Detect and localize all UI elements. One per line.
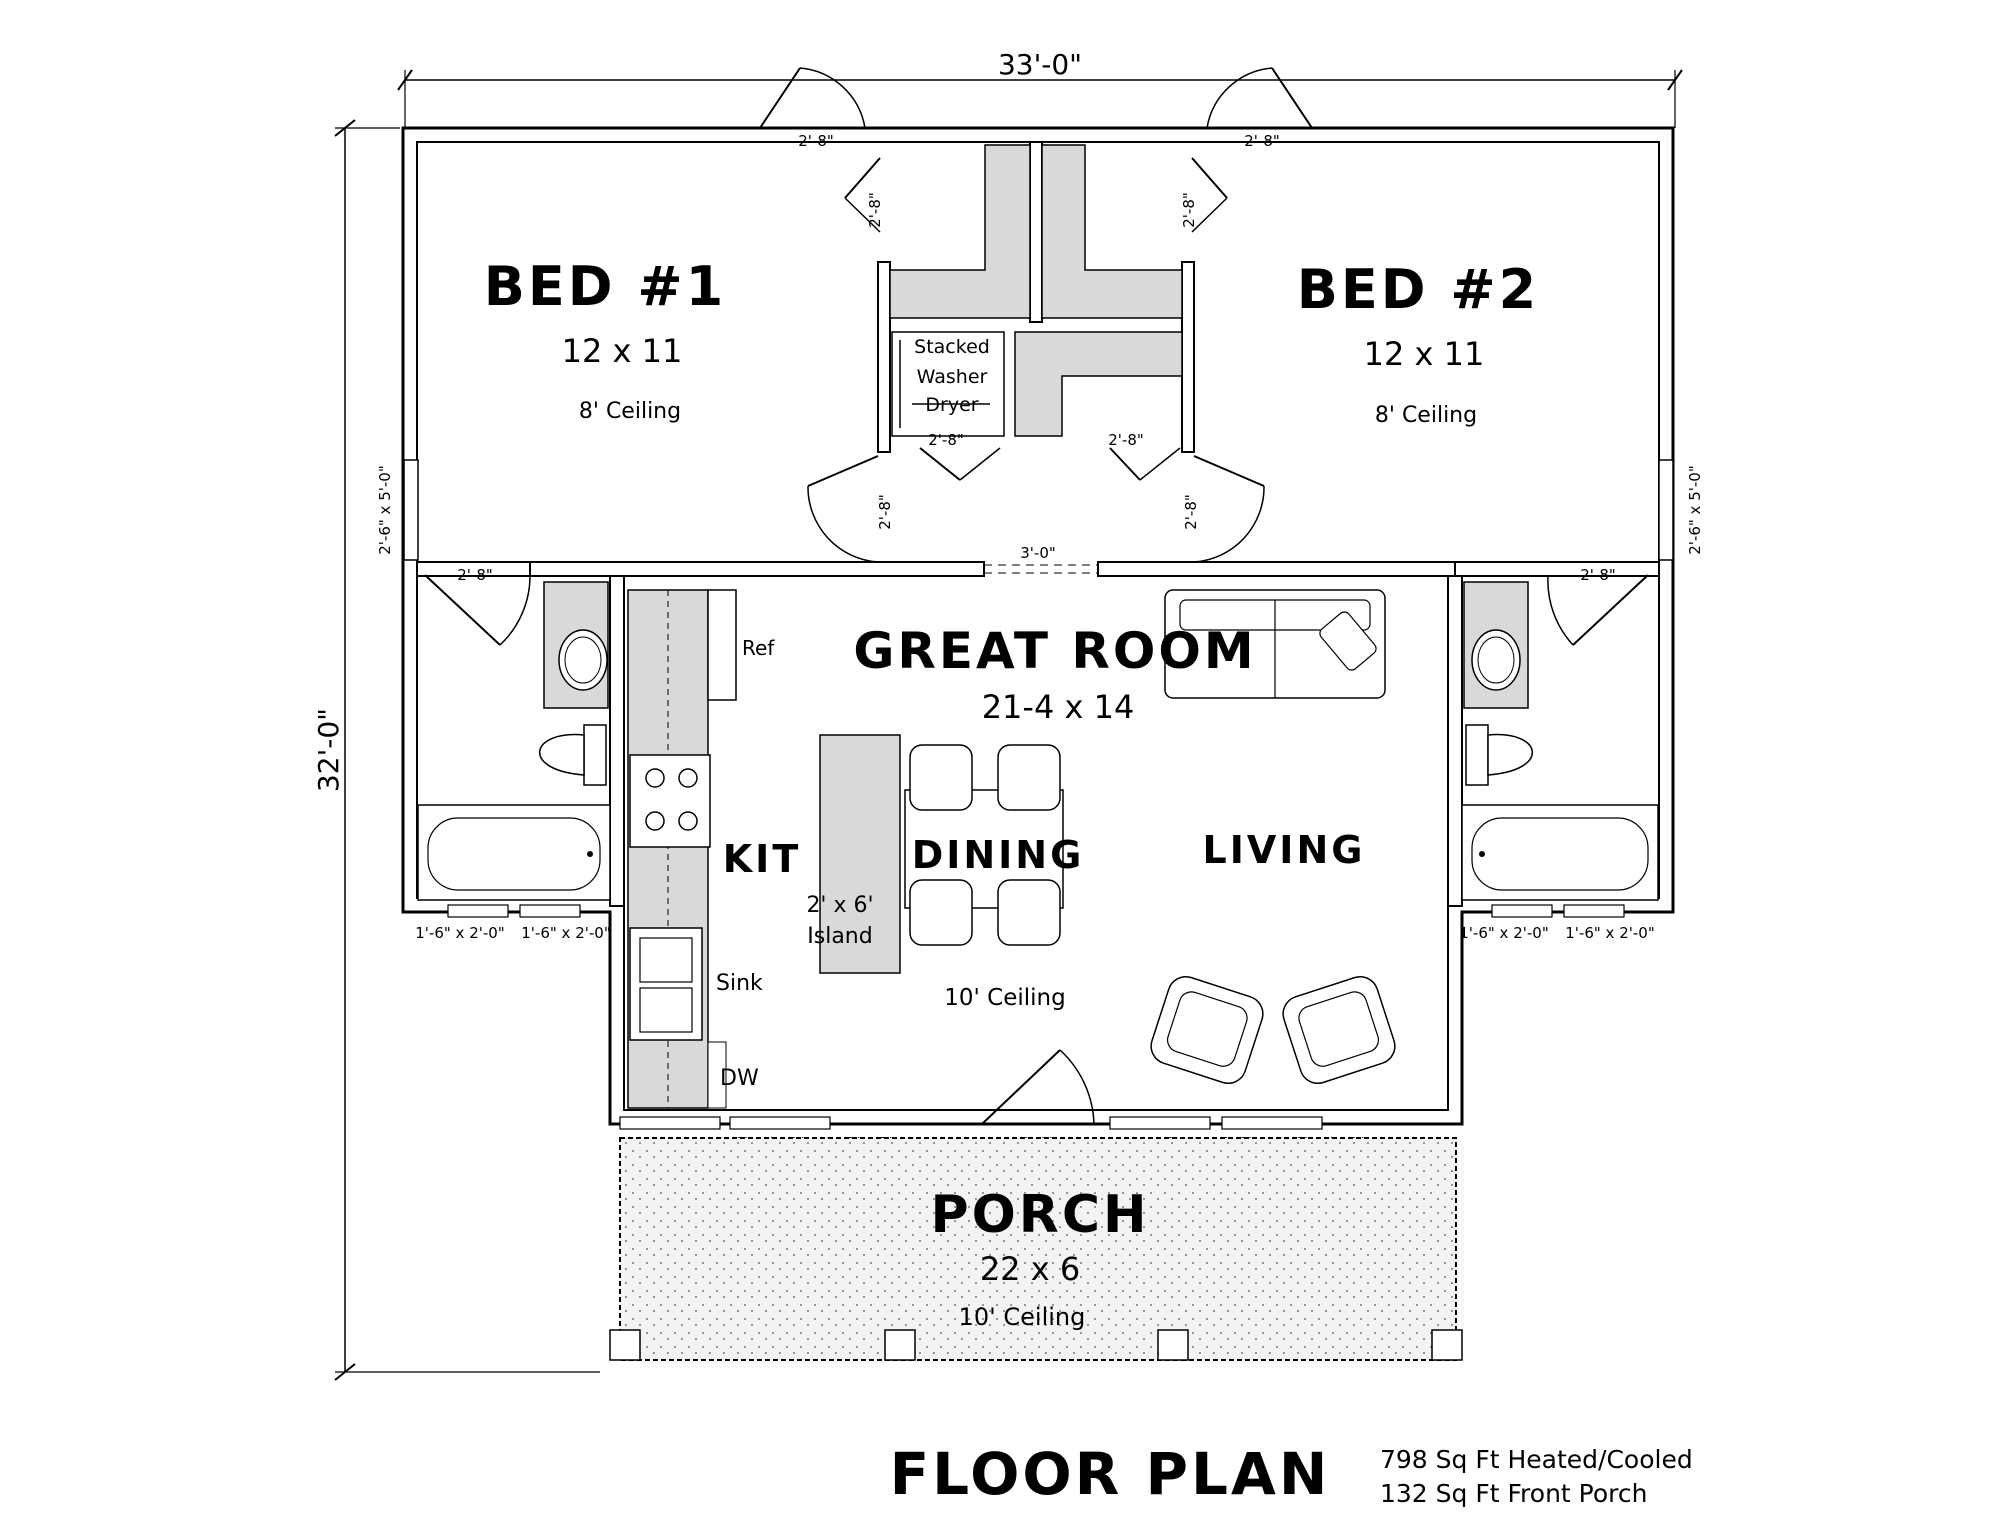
plan-title: FLOOR PLAN	[890, 1440, 1331, 1508]
laundry-label-1: Stacked	[914, 336, 990, 358]
great-room-ceiling: 10' Ceiling	[944, 985, 1065, 1011]
porch-size: 22 x 6	[980, 1250, 1080, 1288]
overall-depth-dimension: 32'-0"	[312, 119, 600, 1381]
dining-label: DINING	[912, 833, 1085, 877]
bath2-window-dim-2: 1'-6" x 2'-0"	[1565, 924, 1654, 942]
porch-ceiling: 10' Ceiling	[959, 1303, 1086, 1331]
bath2-toilet	[1465, 724, 1534, 786]
hall-closet-door[interactable]: 2'-8"	[1108, 431, 1181, 481]
bath1-vanity	[543, 581, 609, 709]
stat-heated: 798 Sq Ft Heated/Cooled	[1380, 1445, 1693, 1474]
overall-width-dimension: 33'-0"	[397, 48, 1683, 128]
great-room-name: GREAT ROOM	[853, 622, 1256, 680]
great-room-size: 21-4 x 14	[982, 688, 1135, 726]
bath1-tub	[417, 804, 611, 901]
overall-depth-label: 32'-0"	[312, 708, 345, 792]
laundry-closet: Stacked Washer Dryer	[891, 331, 1005, 437]
bed2-side-window-dim: 2'-6" x 5'-0"	[1686, 465, 1704, 554]
bed2-ceiling: 8' Ceiling	[1375, 403, 1477, 428]
dining-table	[904, 744, 1064, 946]
bed1-exterior-door[interactable]: 2'-8"	[759, 67, 866, 150]
ref-label: Ref	[742, 636, 775, 660]
bed2-labels: BED #2 12 x 11 8' Ceiling	[1297, 258, 1540, 428]
bed1-side-window-dim: 2'-6" x 5'-0"	[376, 465, 394, 554]
closets	[889, 144, 1183, 437]
dw-label: DW	[720, 1066, 759, 1091]
living-label: LIVING	[1203, 828, 1366, 872]
bath2-door-dim: 2'-8"	[1580, 566, 1616, 584]
bath1-toilet	[538, 724, 607, 786]
bath2-windows: 1'-6" x 2'-0" 1'-6" x 2'-0"	[1459, 904, 1655, 942]
bath1-window-dim-2: 1'-6" x 2'-0"	[521, 924, 610, 942]
bed1-closet-door-dim: 2'-8"	[866, 192, 884, 228]
hall-closet-door-dim: 2'-8"	[1108, 431, 1144, 449]
kitchen-label: KIT	[723, 837, 802, 881]
bed1-name: BED #1	[484, 255, 727, 318]
laundry-label-2: Washer	[917, 366, 988, 388]
bed2-exterior-door-dim: 2'-8"	[1244, 132, 1280, 150]
porch-name: PORCH	[930, 1185, 1149, 1245]
bed1-size: 12 x 11	[562, 332, 683, 370]
kitchen-island: 2' x 6' Island	[806, 734, 901, 974]
bed2-hall-door[interactable]: 2'-8"	[1182, 455, 1265, 563]
armchair-left	[1150, 975, 1264, 1085]
sofa	[1164, 589, 1386, 699]
laundry-label-3: Dryer	[925, 394, 978, 416]
bath2-door[interactable]: 2'-8"	[1547, 566, 1649, 646]
armchair-right	[1282, 975, 1396, 1085]
bed2-size: 12 x 11	[1364, 335, 1485, 373]
laundry-door-dim: 2'-8"	[928, 431, 964, 449]
porch-slab	[609, 1137, 1463, 1361]
bed2-side-window: 2'-6" x 5'-0"	[1658, 459, 1704, 561]
bed2-closet-door[interactable]: 2'-8"	[1180, 157, 1228, 233]
porch-labels: PORCH 22 x 6 10' Ceiling	[930, 1185, 1149, 1331]
bed2-name: BED #2	[1297, 258, 1540, 321]
refrigerator: Ref	[707, 589, 775, 701]
bed1-side-window: 2'-6" x 5'-0"	[376, 459, 419, 561]
bath2-window-dim-1: 1'-6" x 2'-0"	[1459, 924, 1548, 942]
bath2-vanity	[1463, 581, 1529, 709]
bed1-exterior-door-dim: 2'-8"	[798, 132, 834, 150]
sink-label: Sink	[716, 971, 763, 996]
stat-porch: 132 Sq Ft Front Porch	[1380, 1479, 1647, 1508]
bed1-ceiling: 8' Ceiling	[579, 399, 681, 424]
bath1-window-dim-1: 1'-6" x 2'-0"	[415, 924, 504, 942]
bed1-labels: BED #1 12 x 11 8' Ceiling	[484, 255, 727, 424]
bed2-closet-door-dim: 2'-8"	[1180, 192, 1198, 228]
laundry-door[interactable]: 2'-8"	[919, 431, 1001, 481]
bath1-door[interactable]: 2'-8"	[424, 566, 531, 646]
bed1-hall-door-dim: 2'-8"	[876, 494, 894, 530]
bed1-hall-door[interactable]: 2'-8"	[807, 455, 894, 563]
dishwasher: DW	[707, 1041, 759, 1109]
great-room-opening-dim: 3'-0"	[1020, 544, 1056, 562]
bed2-exterior-door[interactable]: 2'-8"	[1206, 67, 1313, 150]
overall-width-label: 33'-0"	[998, 48, 1082, 81]
bed1-closet-door[interactable]: 2'-8"	[844, 157, 884, 233]
front-door[interactable]: 3'-0"	[981, 1049, 1095, 1152]
kitchen-sink: Sink	[629, 927, 763, 1041]
great-room-labels: GREAT ROOM 21-4 x 14 10' Ceiling	[853, 622, 1256, 1011]
range	[629, 754, 711, 848]
bath1-door-dim: 2'-8"	[457, 566, 493, 584]
bath1-windows: 1'-6" x 2'-0" 1'-6" x 2'-0"	[415, 904, 611, 942]
island-label-2: Island	[807, 924, 872, 949]
island-label-1: 2' x 6'	[806, 893, 873, 918]
bed2-hall-door-dim: 2'-8"	[1182, 494, 1200, 530]
bath2-tub	[1461, 804, 1659, 901]
great-room-opening: 3'-0"	[984, 544, 1098, 574]
